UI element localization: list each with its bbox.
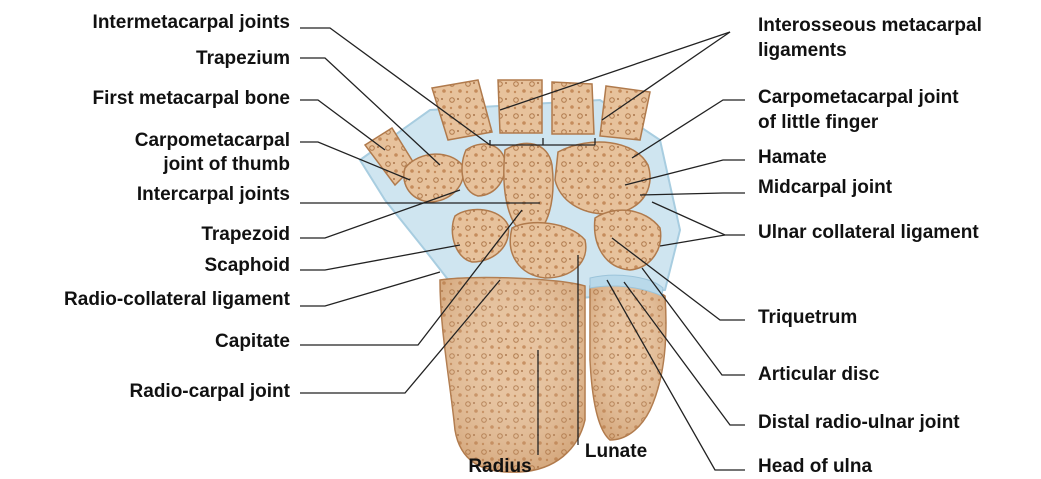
label-trapezoid: Trapezoid bbox=[201, 223, 290, 246]
label-interosseous-line1: Interosseous metacarpal bbox=[758, 14, 982, 37]
leader-interosseous-b bbox=[602, 32, 730, 120]
leader-radio-collateral bbox=[300, 272, 440, 306]
label-cmc-thumb-line1: Carpometacarpal bbox=[135, 129, 290, 152]
label-ulnar-collateral-ligament: Ulnar collateral ligament bbox=[758, 221, 979, 244]
label-lunate: Lunate bbox=[576, 440, 656, 463]
label-trapezium: Trapezium bbox=[196, 47, 290, 70]
label-interosseous-line2: ligaments bbox=[758, 39, 847, 62]
label-cmc-little-line1: Carpometacarpal joint bbox=[758, 86, 959, 109]
label-midcarpal-joint: Midcarpal joint bbox=[758, 176, 892, 199]
leader-cmc-little bbox=[632, 100, 745, 158]
label-radio-carpal-joint: Radio-carpal joint bbox=[130, 380, 290, 403]
leader-radio-carpal bbox=[300, 280, 500, 393]
label-radio-collateral-ligament: Radio-collateral ligament bbox=[64, 288, 290, 311]
label-cmc-little-line2: of little finger bbox=[758, 111, 878, 134]
label-hamate: Hamate bbox=[758, 146, 827, 169]
leader-scaphoid bbox=[300, 245, 460, 270]
leader-articular-disc bbox=[642, 268, 745, 375]
label-radius: Radius bbox=[462, 455, 538, 478]
label-cmc-thumb-line2: joint of thumb bbox=[163, 153, 290, 176]
leader-trapezoid bbox=[300, 190, 460, 238]
leader-distal-radio-ulnar bbox=[624, 282, 745, 425]
leader-cmc-thumb bbox=[300, 142, 410, 180]
leader-midcarpal bbox=[640, 193, 745, 195]
leader-interosseous-a bbox=[500, 32, 730, 110]
label-articular-disc: Articular disc bbox=[758, 363, 879, 386]
leader-ulnar-collateral-b bbox=[660, 235, 725, 246]
leader-capitate bbox=[300, 210, 522, 345]
label-triquetrum: Triquetrum bbox=[758, 306, 857, 329]
label-intercarpal-joints: Intercarpal joints bbox=[137, 183, 290, 206]
label-first-metacarpal-bone: First metacarpal bone bbox=[93, 87, 290, 110]
label-scaphoid: Scaphoid bbox=[204, 254, 290, 277]
leader-hamate bbox=[625, 160, 745, 185]
label-intermetacarpal-joints: Intermetacarpal joints bbox=[93, 11, 290, 34]
leader-intermetacarpal bbox=[300, 28, 595, 145]
leader-ulnar-collateral-a bbox=[652, 202, 745, 235]
label-distal-radio-ulnar-joint: Distal radio-ulnar joint bbox=[758, 411, 960, 434]
leader-trapezium bbox=[300, 58, 440, 165]
label-capitate: Capitate bbox=[215, 330, 290, 353]
leader-triquetrum bbox=[612, 238, 745, 320]
label-head-of-ulna: Head of ulna bbox=[758, 455, 872, 478]
